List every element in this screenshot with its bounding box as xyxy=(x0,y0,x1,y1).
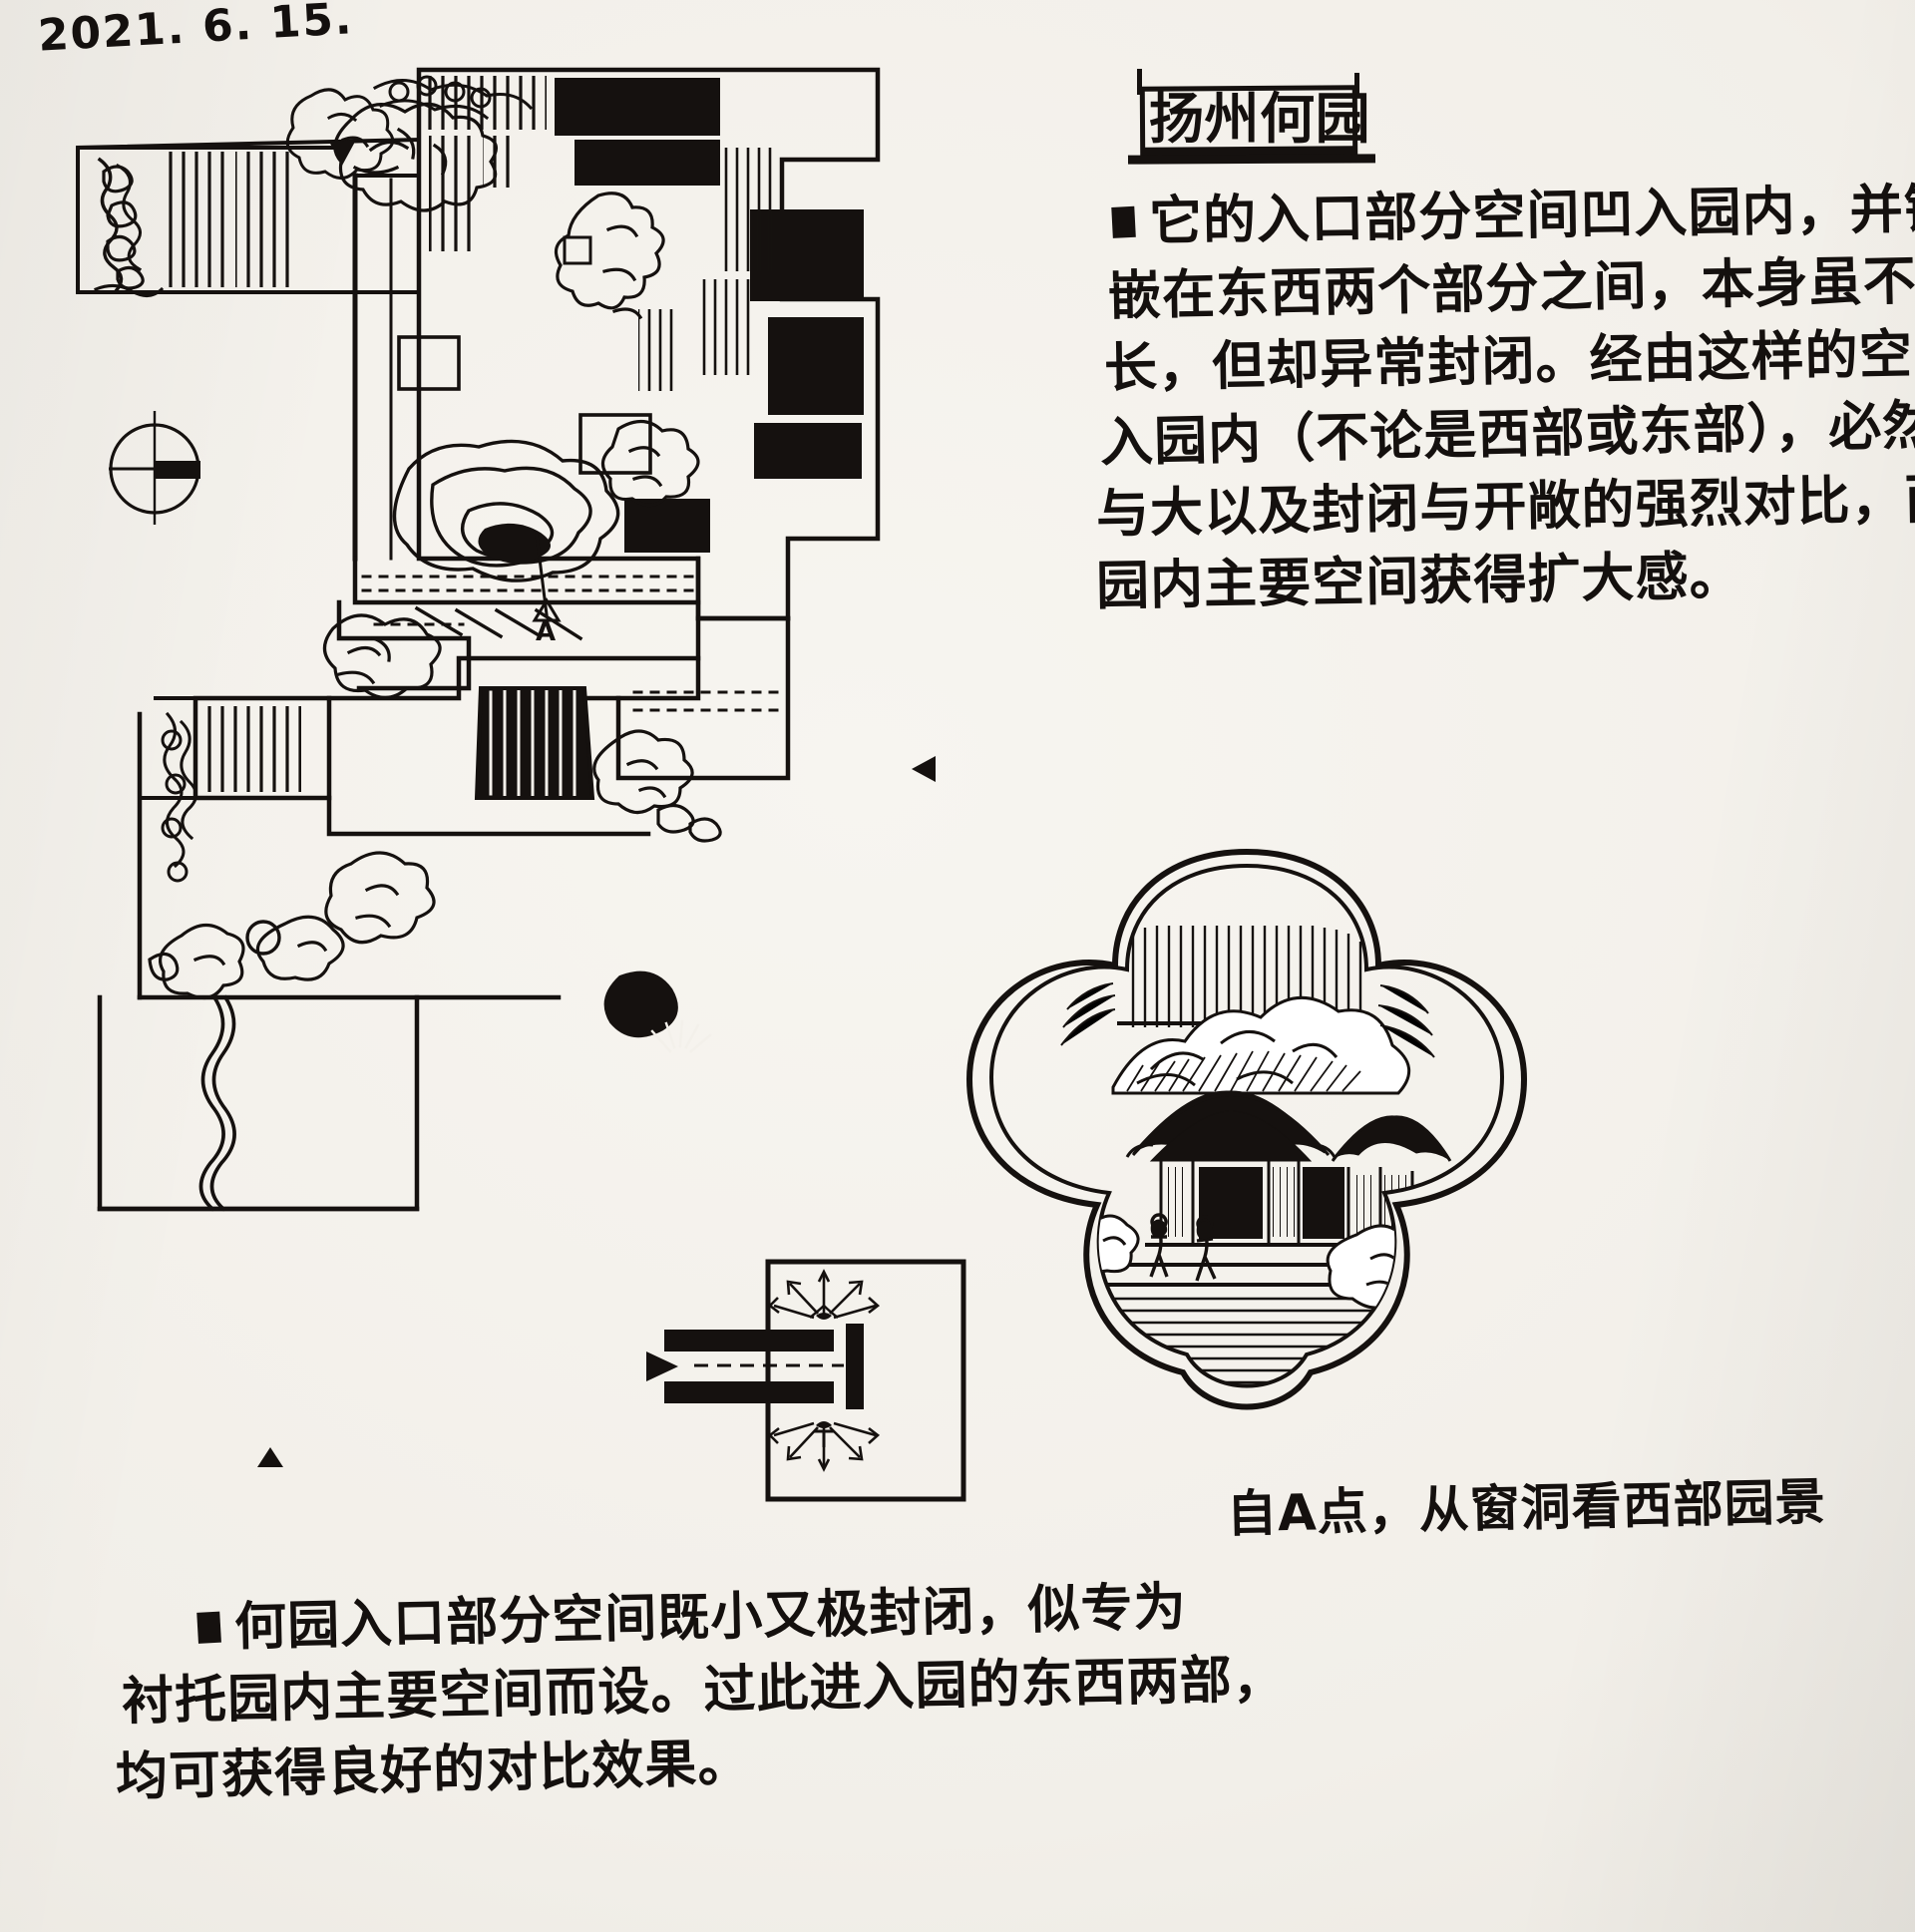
bullet-square-icon xyxy=(196,1611,221,1644)
page-title: 扬州何园 xyxy=(1149,87,1371,151)
note-line: 衬托园内主要空间而设。过此进入园的东西两部， xyxy=(121,1649,1287,1733)
note-line: 园内主要空间获得扩大感。 xyxy=(1095,546,1744,617)
note-text: 它的入口部分空间凹入园内，并镶 xyxy=(1148,179,1915,252)
bullet-square-icon xyxy=(1111,205,1136,238)
window-sketch-caption: 自A点，从窗洞看西部园景 xyxy=(1226,1472,1827,1544)
note-line: 均可获得良好的对比效果。 xyxy=(115,1733,752,1808)
title-box: 扬州何园 xyxy=(1127,69,1376,165)
entry-space-analysis-diagram xyxy=(638,1252,977,1511)
note-line: 何园入口部分空间既小又极封闭，似专为 xyxy=(196,1578,1196,1658)
title-underline xyxy=(1127,154,1376,165)
note-line: 嵌在东西两个部分之间，本身虽不曲折狭 xyxy=(1107,247,1915,327)
title-tick-left xyxy=(1137,69,1142,95)
note-line: 长，但却异常封闭。经由这样的空间进 xyxy=(1103,322,1915,400)
quatrefoil-window-sketch xyxy=(938,838,1556,1456)
note-line: 与大以及封闭与开敞的强烈对比，而使 xyxy=(1095,468,1915,546)
svg-text:A: A xyxy=(536,617,556,647)
north-arrow xyxy=(95,409,214,529)
title-tick-right xyxy=(1354,73,1359,97)
note-line: 入园内（不论是西部或东部），必然由于小 xyxy=(1099,391,1915,474)
garden-plan-drawing: A xyxy=(0,0,948,1536)
note-line: 它的入口部分空间凹入园内，并镶 xyxy=(1111,179,1915,252)
notes-right-block: 它的入口部分空间凹入园内，并镶 嵌在东西两个部分之间，本身虽不曲折狭 长，但却异… xyxy=(1096,179,1915,626)
notes-bottom-block: 何园入口部分空间既小又极封闭，似专为 衬托园内主要空间而设。过此进入园的东西两部… xyxy=(115,1578,1286,1813)
